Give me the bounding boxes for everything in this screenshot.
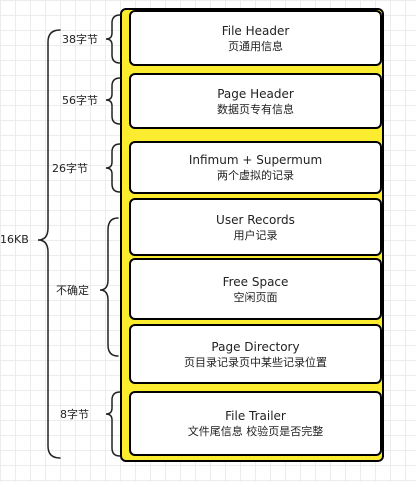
brace-8-bytes — [105, 391, 121, 457]
brace-38-bytes — [105, 14, 121, 64]
section-desc: 文件尾信息 校验页是否完整 — [187, 425, 324, 438]
page-header-box: Page Header 数据页专有信息 — [129, 73, 382, 129]
section-desc: 页目录记录页中某些记录位置 — [184, 355, 327, 369]
section-desc: 用户记录 — [233, 228, 278, 242]
brace-uncertain — [99, 217, 119, 357]
brace-56-bytes — [105, 77, 121, 125]
file-header-size-label: 38字节 — [62, 33, 98, 46]
variable-size-label: 不确定 — [56, 284, 89, 297]
section-title: Free Space — [222, 274, 289, 289]
section-title: Page Directory — [211, 339, 300, 354]
section-title: Page Header — [217, 86, 294, 101]
file-trailer-size-label: 8字节 — [60, 408, 89, 421]
section-title: User Records — [216, 212, 295, 227]
user-records-box: User Records 用户记录 — [129, 198, 382, 256]
section-title: File Trailer — [225, 409, 286, 423]
page-header-size-label: 56字节 — [62, 94, 98, 107]
brace-16kb — [37, 29, 61, 459]
free-space-box: Free Space 空闲页面 — [129, 258, 382, 320]
section-title: Infimum + Supermum — [188, 153, 323, 167]
section-desc: 空闲页面 — [233, 290, 278, 304]
total-size-label: 16KB — [0, 233, 29, 246]
section-desc: 数据页专有信息 — [217, 102, 294, 116]
infimum-size-label: 26字节 — [52, 162, 88, 175]
page-directory-box: Page Directory 页目录记录页中某些记录位置 — [129, 324, 382, 384]
file-trailer-box: File Trailer 文件尾信息 校验页是否完整 — [129, 391, 382, 456]
section-title: File Header — [221, 23, 290, 38]
infimum-supermum-box: Infimum + Supermum 两个虚拟的记录 — [129, 141, 382, 194]
section-desc: 两个虚拟的记录 — [217, 169, 294, 182]
file-header-box: File Header 页通用信息 — [129, 10, 382, 66]
brace-26-bytes — [105, 143, 121, 193]
section-desc: 页通用信息 — [228, 39, 283, 53]
